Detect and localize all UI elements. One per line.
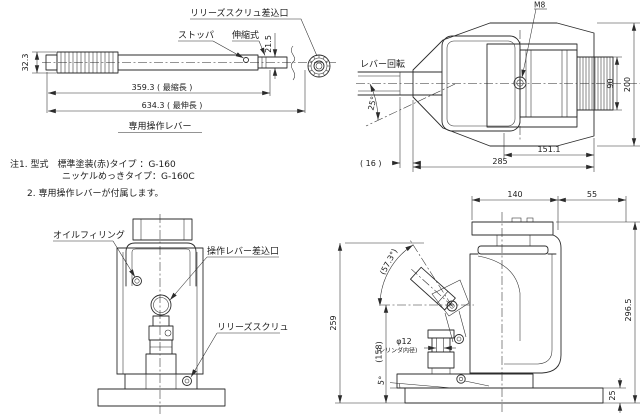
label-telescopic: 伸縮式 (232, 29, 266, 56)
label-lever-rotation: レバー回転 (360, 59, 405, 70)
dim-cylinder-bore-note: (シリンダ内径) (377, 347, 418, 355)
label-lever-port: 操作レバー差込口 (169, 245, 279, 301)
svg-text:リリーズスクリュ: リリーズスクリュ (217, 321, 289, 333)
carry-handle (125, 242, 197, 287)
end-knurl-hatch (308, 55, 330, 77)
bore-annotation: φ12 (シリンダ内径) (377, 337, 456, 355)
lever-caption: 専用操作レバー (118, 120, 202, 133)
dim-body-width-90: 90 (606, 56, 622, 111)
front-view-drawing: オイルフィリング 操作レバー差込口 リリーズスクリュ (53, 214, 289, 414)
dim-swing-angle: 25° (366, 95, 378, 111)
lever-drawing: リリーズスクリュ差込口 ストッパ 伸縮式 32.3 21.5 359.3 ( 最… (21, 7, 336, 133)
stopper-pin (243, 57, 249, 63)
label-oil-filling: オイルフィリング (53, 229, 136, 278)
pump-linkage (148, 315, 174, 341)
dim-collapsed-length: 359.3 ( 最縮長 ) (46, 70, 271, 113)
lever-body (45, 45, 295, 81)
label-release-screw: リリーズスクリュ (190, 321, 289, 378)
svg-text:オイルフィリング: オイルフィリング (53, 229, 125, 241)
notes: 注1. 型式 標準塗装(赤)タイプ ：G-160 ニッケルめっきタイプ：G-16… (10, 158, 195, 199)
ram-top-plate (477, 245, 549, 255)
swing-arc-25 (369, 83, 381, 121)
note-line-2: ニッケルめっきタイプ：G-160C (62, 171, 195, 182)
release-screw-front (182, 376, 192, 386)
svg-text:リリーズスクリュ差込口: リリーズスクリュ差込口 (190, 7, 289, 19)
dim-height-left-259: 259 (329, 242, 424, 404)
svg-text:伸縮式: 伸縮式 (232, 29, 259, 41)
lever-socket-hole (150, 294, 172, 316)
dim-grip-width: 32.3 (21, 51, 56, 74)
note-line-3: 2. 専用操作レバーが付属します。 (27, 187, 164, 199)
side-body (469, 234, 562, 374)
svg-text:55: 55 (587, 190, 597, 199)
dim-extended-length: 634.3 ( 最伸長 ) (48, 70, 306, 114)
dim-lever-swing: (57.3°) (378, 247, 399, 276)
svg-text:21.5: 21.5 (264, 35, 273, 53)
dim-length-285: 285 (412, 100, 594, 172)
svg-text:296.5: 296.5 (624, 299, 633, 322)
lever-rotation-annotation: レバー回転 25° (360, 59, 456, 127)
toe-angle-annotation: 5° (376, 375, 453, 389)
link-arm (444, 310, 467, 343)
lever-socket-top (357, 71, 443, 96)
svg-text:90: 90 (606, 78, 615, 88)
dim-socket-height-158: (158) (375, 305, 389, 403)
m8-hole: M8 (513, 1, 547, 90)
svg-text:259: 259 (329, 315, 338, 330)
top-view-base-outline (412, 22, 595, 147)
svg-text:285: 285 (492, 157, 507, 166)
svg-text:200: 200 (623, 77, 632, 92)
oil-fill-hole (132, 276, 142, 286)
dim-top-rear-55: 55 (558, 190, 627, 222)
note-line-1: 注1. 型式 標準塗装(赤)タイプ ：G-160 (10, 158, 176, 170)
dim-tip-width: 21.5 (264, 33, 278, 79)
hydraulic-cylinder (427, 329, 455, 374)
lever-tip-tube (257, 56, 288, 69)
link-bolt (454, 334, 464, 344)
front-top-cap (132, 218, 193, 241)
svg-text:359.3 ( 最縮長 ): 359.3 ( 最縮長 ) (132, 82, 193, 92)
side-view-drawing: (57.3°) 5° φ12 (シリンダ内径) 140 55 296.5 (329, 190, 640, 413)
grip-knurling (60, 52, 114, 73)
lever-end-section-view (307, 54, 331, 78)
dim-toe-angle: 5° (376, 375, 386, 386)
front-base (97, 373, 226, 407)
svg-text:操作レバー差込口: 操作レバー差込口 (207, 245, 279, 257)
side-base-plate (404, 387, 604, 404)
pivot-bolt (446, 300, 458, 312)
svg-text:32.3: 32.3 (21, 54, 30, 72)
dim-socket-offset-16: ( 16 ) (360, 97, 421, 168)
label-m8: M8 (534, 1, 545, 10)
dim-overall-height-296: 296.5 (556, 221, 640, 404)
svg-text:151.1: 151.1 (538, 145, 561, 154)
ram-ribs (579, 57, 611, 110)
label-release-screw-port: リリーズスクリュ差込口 (190, 7, 318, 57)
dim-length-151: 151.1 (503, 133, 595, 172)
svg-text:25: 25 (608, 390, 617, 400)
dim-cylinder-bore: φ12 (396, 337, 411, 346)
label-stopper: ストッパ (178, 30, 244, 59)
svg-text:634.3 ( 最伸長 ): 634.3 ( 最伸長 ) (142, 100, 203, 110)
dim-top-front-140: 140 (471, 190, 559, 230)
svg-text:ストッパ: ストッパ (178, 30, 214, 41)
svg-text:専用操作レバー: 専用操作レバー (128, 120, 191, 132)
lever-socket-tube (381, 266, 474, 344)
dim-overall-width-200: 200 (597, 22, 640, 147)
release-screw-side (456, 374, 490, 387)
svg-text:( 16 ): ( 16 ) (360, 159, 382, 168)
top-view-body-plate (486, 43, 578, 128)
toe-and-base (396, 373, 604, 404)
break-line (291, 45, 295, 81)
svg-text:(158): (158) (375, 341, 384, 363)
base-plate (97, 388, 226, 407)
top-view-drawing: M8 レバー回転 25° 90 200 151.1 28 (356, 1, 640, 172)
pump-cylinder (145, 339, 177, 375)
svg-text:140: 140 (507, 190, 522, 199)
dim-toe-height-25: 25 (603, 378, 626, 413)
side-top-cap (471, 217, 554, 255)
